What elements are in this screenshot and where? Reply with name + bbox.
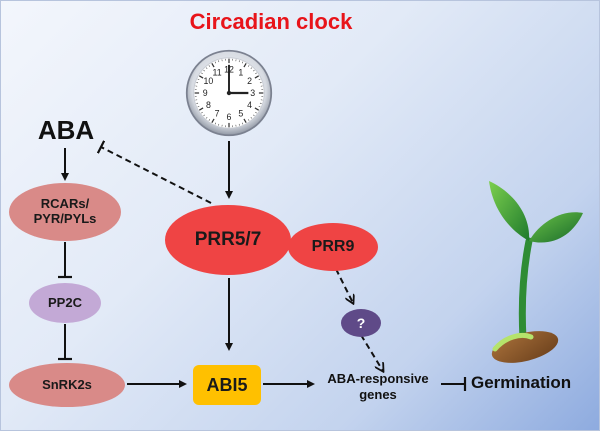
- clock-numeral: 2: [247, 76, 252, 86]
- clock-tick: [255, 72, 257, 75]
- clock-tick: [214, 61, 216, 64]
- aba-label: ABA: [37, 115, 95, 145]
- clock-tick: [203, 69, 205, 72]
- clock-numeral: 7: [215, 109, 220, 119]
- rcars-pyr-pyls-node: RCARs/ PYR/PYLs: [9, 183, 121, 241]
- clock-tick: [254, 75, 260, 79]
- clock-tick: [259, 102, 262, 104]
- clock-numeral: 1: [238, 68, 243, 78]
- clock-tick: [196, 82, 199, 84]
- clock-tick: [198, 107, 204, 111]
- clock-tick: [201, 72, 203, 75]
- clock-tick: [253, 114, 255, 117]
- clock-numeral: 11: [213, 68, 222, 78]
- clock-tick: [197, 78, 200, 80]
- clock-tick: [203, 114, 205, 117]
- clock-tick: [208, 119, 211, 121]
- clock-tick: [196, 102, 199, 104]
- clock-tick: [259, 82, 262, 84]
- clock-tick: [250, 117, 253, 119]
- clock-numeral: 8: [206, 100, 211, 110]
- clock-tick: [238, 123, 240, 126]
- clock-tick: [254, 107, 260, 111]
- snrk2s-node: SnRK2s: [9, 363, 125, 407]
- prr5-7-node: PRR5/7: [165, 205, 291, 275]
- clock-tick: [214, 122, 216, 125]
- clock-tick: [253, 69, 255, 72]
- pp2c-node: PP2C: [29, 283, 101, 323]
- clock-tick: [208, 65, 211, 67]
- clock-tick: [258, 106, 261, 108]
- clock-tick: [242, 61, 244, 64]
- clock-numeral: 4: [247, 100, 252, 110]
- clock-tick: [243, 62, 247, 68]
- unknown-node: ?: [341, 309, 381, 337]
- clock-tick: [218, 60, 220, 63]
- clock-numeral: 3: [250, 88, 255, 98]
- clock-tick: [211, 62, 215, 68]
- clock-tick: [211, 118, 215, 124]
- inhibit-prr57-aba: [96, 140, 212, 204]
- clock-tick: [243, 118, 247, 124]
- arrow-prr9-to-unknown: [335, 268, 353, 303]
- clock-tick: [242, 122, 244, 125]
- clock-tick: [197, 106, 200, 108]
- clock-numeral: 5: [238, 109, 243, 119]
- arrow-unknown-to-genes: [360, 334, 383, 371]
- clock-tick: [258, 78, 261, 80]
- clock-numeral: 6: [227, 112, 232, 122]
- clock-numeral: 9: [203, 88, 208, 98]
- clock-numeral: 10: [204, 76, 214, 86]
- germination-label: Germination: [471, 373, 572, 392]
- clock-tick: [247, 119, 250, 121]
- clock-tick: [255, 111, 257, 114]
- clock-icon: 121234567891011: [185, 49, 273, 137]
- clock-tick: [198, 75, 204, 79]
- seedling-icon: [489, 181, 583, 363]
- prr9-node: PRR9: [288, 223, 378, 271]
- clock-tick: [238, 60, 240, 63]
- clock-tick: [250, 67, 253, 69]
- abi5-node: ABI5: [193, 365, 261, 405]
- clock-tick: [218, 123, 220, 126]
- aba-responsive-genes-label: ABA-responsive genes: [327, 371, 429, 403]
- clock-tick: [205, 117, 208, 119]
- diagram-title: Circadian clock: [189, 9, 353, 34]
- clock-tick: [205, 67, 208, 69]
- clock-tick: [247, 65, 250, 67]
- clock-tick: [201, 111, 203, 114]
